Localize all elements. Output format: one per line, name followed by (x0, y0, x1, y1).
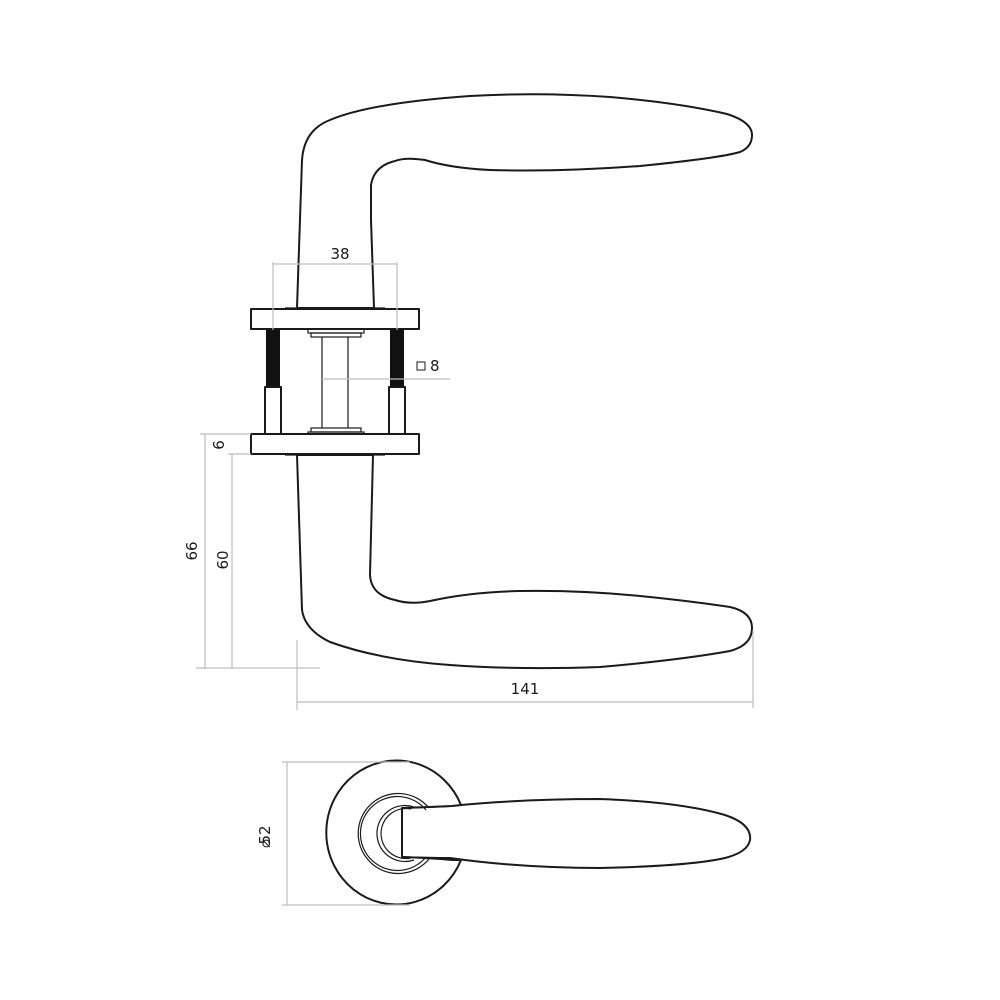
dim-label-141: 141 (511, 680, 540, 698)
dim-label-6: 6 (210, 440, 228, 450)
top-view (325, 759, 752, 906)
square-symbol-icon (416, 361, 426, 371)
upper-rose-plate (250, 307, 420, 330)
left-screw-post (264, 386, 282, 435)
dimension-spindle-square: 8 (322, 357, 450, 380)
dimension-rose-width: 38 (272, 245, 398, 330)
dim-label-52: 52 (256, 825, 274, 844)
dim-label-8: 8 (430, 357, 440, 375)
lower-lever (296, 454, 753, 670)
left-screw-thread (266, 329, 280, 387)
upper-lever (296, 93, 753, 309)
dimension-rose-diameter: ⌀ 52 (256, 761, 410, 906)
right-screw-post (388, 386, 406, 435)
dim-label-66: 66 (183, 541, 201, 560)
diameter-symbol-icon: ⌀ (256, 839, 274, 848)
right-screw-thread (390, 329, 404, 387)
dimension-lever-length: 141 (296, 630, 754, 710)
lower-rose-plate (250, 433, 420, 456)
dim-label-60: 60 (214, 550, 232, 569)
spindle-assembly (264, 328, 406, 437)
dim-label-38: 38 (330, 245, 349, 263)
dimension-heights: 6 66 60 (183, 433, 320, 669)
